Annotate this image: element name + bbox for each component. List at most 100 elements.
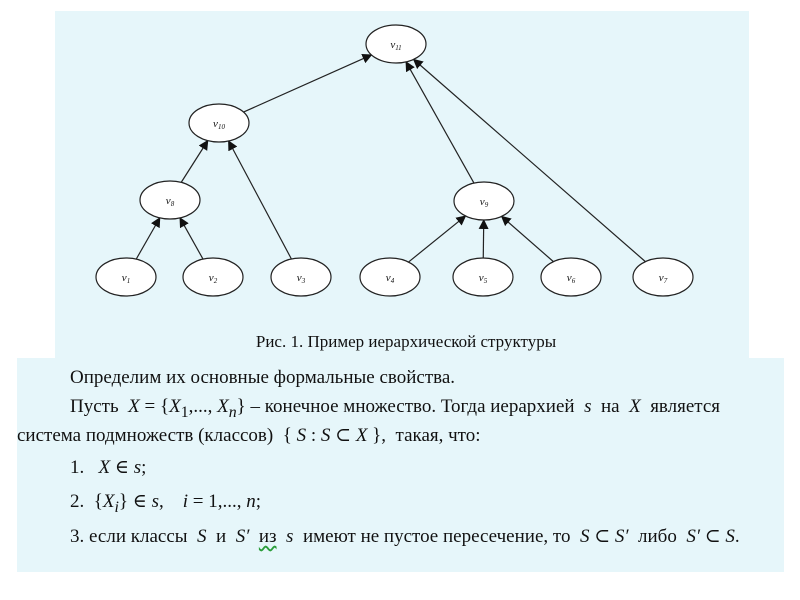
math-symbol: = 1,..., [188,491,247,512]
node-label: v1 [122,272,130,285]
node-label: v7 [659,272,668,285]
text-run: имеют не пустое пересечение, то [302,526,571,547]
tree-node-v9: v9 [453,181,515,221]
math-symbol: }, [367,425,387,446]
tree-node-v4: v4 [359,257,421,297]
math-symbol: } ∈ [118,491,152,512]
node-label: v10 [213,118,225,131]
math-expression: S ⊂ S′ [579,526,629,547]
math-symbol: S [320,425,331,446]
edge-v9-to-v11 [405,61,475,184]
math-symbol: S [296,425,307,446]
node-ellipse [540,257,602,297]
math-symbol: ,..., [188,396,218,417]
list-number: 1. [70,457,85,478]
word: и [216,526,227,547]
tree-node-v1: v1 [95,257,157,297]
node-ellipse [359,257,421,297]
text-panel: Определим их основные формальные свойств… [17,358,784,572]
math-symbol: , [158,491,164,512]
math-symbol: ; [255,491,262,512]
math-symbol: . [734,526,740,547]
math-symbol: { [282,425,297,446]
text-run: такая, что: [395,425,481,446]
paragraph-intro: Определим их основные формальные свойств… [70,367,456,388]
math-symbol: ⊂ [330,425,356,446]
node-label: v5 [479,272,488,285]
edge-v6-to-v9 [500,215,554,263]
word: на [600,396,620,417]
math-symbol: : [306,425,321,446]
node-ellipse [188,103,250,143]
math-symbol: X [355,425,368,446]
word-spellcheck-underlined: из [258,526,277,547]
paragraph-definition: Пусть X = {X1,..., Xn} – конечное множес… [70,395,720,425]
math-symbol: i [182,491,189,512]
list-number: 2. [70,491,85,512]
node-label: v4 [386,272,395,285]
node-ellipse [365,24,427,64]
tree-node-v11: v11 [365,24,427,64]
math-subscript: 1 [180,403,189,421]
word: Пусть [70,396,119,417]
node-ellipse [182,257,244,297]
word: является [650,396,721,417]
edge-v4-to-v9 [408,215,467,263]
tree-node-v7: v7 [632,257,694,297]
edge-v10-to-v11 [243,54,373,113]
math-symbol: { [93,491,103,512]
text-run: система подмножеств (классов) [17,425,274,446]
math-symbol: S [197,526,207,547]
node-ellipse [139,180,201,220]
word: либо [638,526,677,547]
math-symbol: s [286,526,294,547]
tree-node-v3: v3 [270,257,332,297]
node-label: v3 [297,272,306,285]
node-ellipse [270,257,332,297]
math-symbol: s [151,491,159,512]
node-label: v9 [480,196,489,209]
edge-v8-to-v10 [180,139,209,183]
math-expression: S′ ⊂ S [686,526,735,547]
node-ellipse [632,257,694,297]
node-label: v2 [209,272,218,285]
hierarchy-tree-diagram: v11 v10 v8 v9 v1 v2 v3 v4 v5 v6 v7 Рис. 1. Пример … [95,24,694,351]
node-label: v11 [390,39,401,52]
math-subscript: i [114,498,119,516]
paragraph-definition-cont: система подмножеств (классов) { S : S ⊂ … [17,424,481,448]
math-symbol: = { [139,396,170,417]
tree-node-v10: v10 [188,103,250,143]
node-label: v6 [567,272,576,285]
math-symbol: S′ [235,526,250,547]
math-subscript: n [228,403,237,421]
math-symbol: X [98,457,111,478]
property-2: 2. {Xi} ∈ s, i = 1,..., n; [70,490,261,520]
math-symbol: s [133,457,142,478]
figure-panel: v11 v10 v8 v9 v1 v2 v3 v4 v5 v6 v7 Рис. 1. Пример … [55,11,749,365]
edge-v5-to-v9 [478,218,489,259]
tree-node-v8: v8 [139,180,201,220]
edge-v1-to-v8 [135,216,161,260]
math-symbol: ; [141,457,147,478]
math-symbol: X [217,396,229,417]
text-run: } – конечное множество. Тогда иерархией [236,396,575,417]
property-1: 1. X ∈ s; [70,456,146,480]
math-symbol: ∈ [110,457,134,478]
math-symbol: X [629,396,641,417]
math-symbol: X [102,491,115,512]
node-ellipse [95,257,157,297]
math-symbol: s [584,396,592,417]
math-symbol: X [169,396,181,417]
math-symbol: n [246,491,256,512]
tree-node-v5: v5 [452,257,514,297]
tree-node-v6: v6 [540,257,602,297]
node-ellipse [453,181,515,221]
property-3: 3. если классы S и S′ из s имеют не пуст… [70,525,740,549]
node-ellipse [452,257,514,297]
text-run: 3. если классы [70,526,188,547]
tree-node-v2: v2 [182,257,244,297]
node-label: v8 [166,195,175,208]
edge-v2-to-v8 [179,217,204,260]
figure-caption: Рис. 1. Пример иерархической структуры [256,332,557,351]
math-symbol: X [128,396,140,417]
